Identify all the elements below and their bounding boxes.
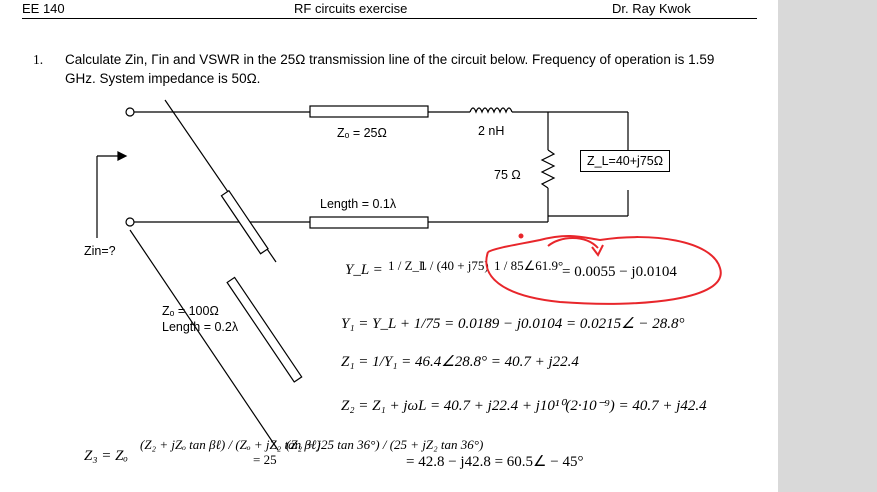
yl-result: = 0.0055 − j0.0104 <box>562 264 677 280</box>
yl-frac2: 1 / (40 + j75) <box>420 258 489 273</box>
z3-fraction: (Z₂ + jZₒ tan βℓ) / (Zₒ + jZ₂ tan βℓ) <box>140 437 321 452</box>
zin-label: Zin=? <box>84 244 116 258</box>
stub-impedance-label: Zₒ = 100Ω <box>162 304 219 318</box>
course-code: EE 140 <box>22 1 65 16</box>
line1-impedance-label: Zₒ = 25Ω <box>337 126 387 140</box>
document-page: EE 140 RF circuits exercise Dr. Ray Kwok… <box>0 0 778 492</box>
annotation-ellipse <box>485 234 722 305</box>
resistor-symbol <box>540 149 556 189</box>
z2-equation: Z₂ = Z₁ + jωL = 40.7 + j22.4 + j10¹⁰(2·1… <box>341 398 707 414</box>
red-annotation <box>485 233 722 305</box>
annotation-dot <box>518 233 524 239</box>
stub-lower <box>226 276 303 383</box>
inductor-label: 2 nH <box>478 124 505 138</box>
yl-lhs: Y_L = <box>345 262 383 278</box>
header-rule <box>22 18 757 19</box>
z3-fraction2: (Z₂ + j25 tan 36°) / (25 + jZ₂ tan 36°) <box>286 437 484 452</box>
inductor-symbol <box>469 107 513 114</box>
z3-result: = 42.8 − j42.8 = 60.5∠ − 45° <box>406 454 584 470</box>
line1-length-label: Length = 0.1λ <box>320 197 397 211</box>
annotation-arrow-stroke <box>547 237 599 249</box>
y1-equation: Y₁ = Y_L + 1/75 = 0.0189 − j0.0104 = 0.0… <box>341 316 685 332</box>
yl-frac3: 1 / 85∠61.9° <box>494 258 564 273</box>
author-name: Dr. Ray Kwok <box>612 1 691 16</box>
circuit-diagram <box>96 99 629 451</box>
problem-number: 1. <box>33 52 44 67</box>
load-impedance-box: Z_L=40+j75Ω <box>580 150 671 172</box>
z1-equation: Z₁ = 1/Y₁ = 46.4∠28.8° = 40.7 + j22.4 <box>341 354 579 370</box>
document-title: RF circuits exercise <box>294 1 408 16</box>
resistor-label: 75 Ω <box>494 168 521 182</box>
stub-upper <box>220 189 269 255</box>
z3-lhs: Z₃ = Zₒ <box>84 448 128 464</box>
annotation-arrowhead <box>591 244 604 257</box>
problem-text: Calculate Zin, Γin and VSWR in the 25Ω t… <box>65 52 715 86</box>
yl-frac1: 1 / Z_L <box>388 258 427 273</box>
z3-mid: = 25 <box>253 452 277 467</box>
stub-length-label: Length = 0.2λ <box>162 320 239 334</box>
